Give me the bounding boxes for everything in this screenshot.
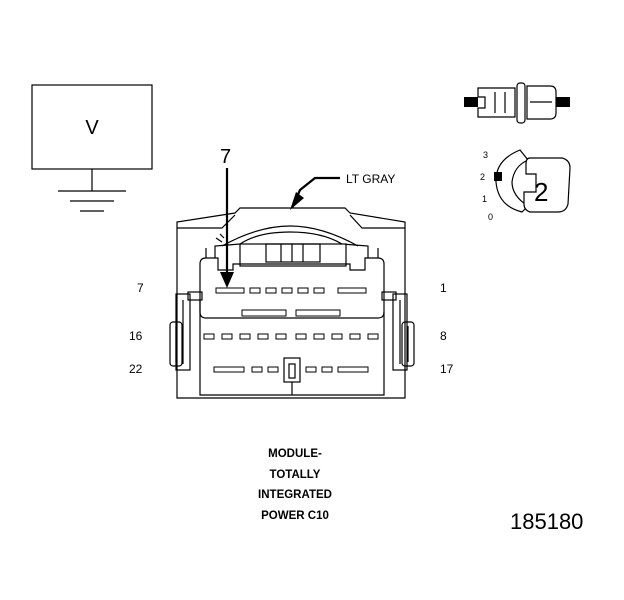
- position-tick-1: 1: [482, 194, 487, 204]
- figure-number: 185180: [510, 509, 583, 534]
- pin-label-top-right: 1: [440, 281, 447, 295]
- cavity-row-1: [215, 287, 367, 294]
- color-leader: [290, 176, 340, 209]
- color-label: LT GRAY: [346, 172, 395, 186]
- position-tick-0: 0: [488, 212, 493, 222]
- caption-line-3: INTEGRATED: [258, 489, 332, 501]
- voltmeter-symbol: V: [85, 117, 99, 139]
- pin-label-mid-right: 8: [440, 329, 447, 343]
- caption-line-4: POWER C10: [261, 510, 329, 522]
- connector-face: [169, 168, 415, 399]
- terminal-side-view-icon: [464, 82, 570, 124]
- caption-line-1: MODULE-: [268, 448, 322, 460]
- cavity-row-2: [241, 309, 341, 317]
- position-lock-view: 3 2 1 0 2: [480, 149, 571, 222]
- caption-line-2: TOTALLY: [270, 469, 321, 481]
- position-tick-2: 2: [480, 172, 485, 182]
- pin-label-top-left: 7: [137, 281, 144, 295]
- cavity-row-3: [203, 333, 379, 340]
- pin-label-mid-left: 16: [129, 329, 143, 343]
- lock-tab: [523, 157, 571, 213]
- pin-label-bottom-right: 17: [440, 362, 454, 376]
- position-tick-3: 3: [483, 150, 488, 160]
- cavity-row-4: [213, 366, 369, 373]
- callout-pin-label: 7: [220, 146, 231, 168]
- caption: MODULE- TOTALLY INTEGRATED POWER C10: [258, 448, 332, 522]
- voltmeter: V: [31, 84, 153, 212]
- pin-label-bottom-left: 22: [129, 362, 143, 376]
- position-value: 2: [534, 177, 548, 207]
- ground-icon: [58, 169, 126, 212]
